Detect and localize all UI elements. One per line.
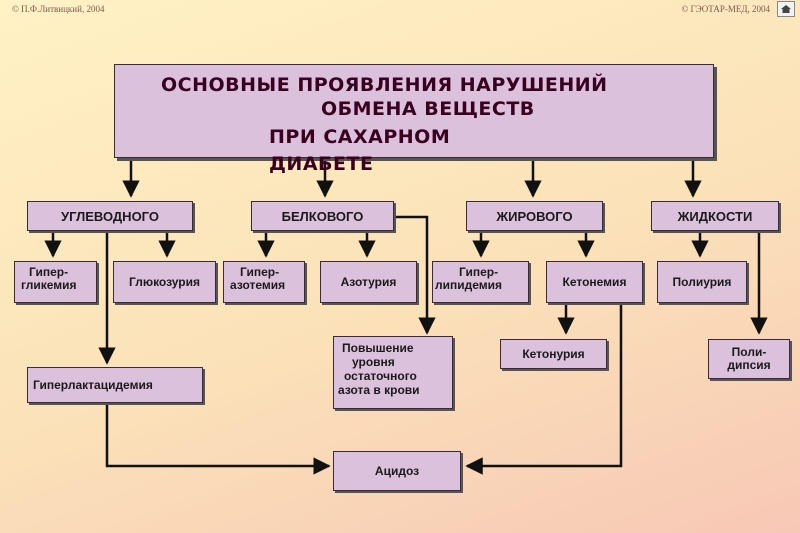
arrow-lactacidemia-acidosis <box>105 403 331 475</box>
category-carbohydrate: УГЛЕВОДНОГО <box>27 201 193 231</box>
node-hyperazotemia: Гипер- азотемия <box>223 261 305 303</box>
category-fluid: ЖИДКОСТИ <box>651 201 779 231</box>
home-nav-button[interactable] <box>777 1 795 17</box>
title-line-2: ОБМЕНА ВЕЩЕСТВ <box>321 98 535 120</box>
category-carbohydrate-label: УГЛЕВОДНОГО <box>60 208 159 224</box>
node-hyperglycemia: Гипер- гликемия <box>14 261 97 303</box>
node-hyperazotemia-line-1: Гипер- <box>240 265 280 279</box>
node-azoturia-label: Азотурия <box>340 274 397 289</box>
category-fluid-label: ЖИДКОСТИ <box>677 208 753 224</box>
node-polyuria: Полиурия <box>657 261 747 303</box>
category-protein-label: БЕЛКОВОГО <box>281 208 364 224</box>
node-acidosis-label: Ацидоз <box>374 463 420 478</box>
category-fat-label: ЖИРОВОГО <box>496 208 573 224</box>
node-hyperlactacidemia-label: Гиперлактацидемия <box>33 377 153 392</box>
node-residual-nitrogen-line-2: уровня <box>352 355 395 369</box>
copyright-right: © ГЭОТАР-МЕД, 2004 <box>681 4 770 14</box>
node-azoturia: Азотурия <box>320 261 417 303</box>
title-line-4: ДИАБЕТЕ <box>269 153 374 175</box>
node-polyuria-label: Полиурия <box>672 274 732 289</box>
title-line-1: ОСНОВНЫЕ ПРОЯВЛЕНИЯ НАРУШЕНИЙ <box>161 74 608 96</box>
node-hyperglycemia-line-2: гликемия <box>21 278 77 292</box>
node-hyperazotemia-line-2: азотемия <box>230 278 286 292</box>
node-residual-nitrogen-line-4: азота в крови <box>338 383 420 397</box>
node-residual-nitrogen-line-1: Повышение <box>342 341 414 355</box>
node-ketonuria: Кетонурия <box>500 339 607 369</box>
node-ketonemia-label: Кетонемия <box>562 274 627 289</box>
node-hyperlactacidemia: Гиперлактацидемия <box>27 367 203 403</box>
copyright-left: © П.Ф.Литвицкий, 2004 <box>12 4 105 14</box>
node-acidosis: Ацидоз <box>333 451 461 491</box>
title-box: ОСНОВНЫЕ ПРОЯВЛЕНИЯ НАРУШЕНИЙ ОБМЕНА ВЕЩ… <box>114 64 714 175</box>
home-icon <box>781 5 791 13</box>
node-hyperlipidemia-line-2: липидемия <box>435 278 503 292</box>
node-polydipsia-line-1: Поли- <box>731 345 767 359</box>
node-glucosuria: Глюкозурия <box>113 261 216 303</box>
node-ketonuria-label: Кетонурия <box>522 346 585 361</box>
title-line-3: ПРИ САХАРНОМ <box>269 126 451 148</box>
node-hyperlipidemia: Гипер- липидемия <box>432 261 529 303</box>
node-hyperglycemia-line-1: Гипер- <box>29 265 69 279</box>
node-hyperlipidemia-line-1: Гипер- <box>459 265 499 279</box>
node-residual-nitrogen-line-3: остаточного <box>344 369 417 383</box>
category-fat: ЖИРОВОГО <box>466 201 603 231</box>
arrow-protein-residual <box>394 215 436 335</box>
node-glucosuria-label: Глюкозурия <box>129 274 200 289</box>
node-ketonemia: Кетонемия <box>546 261 643 303</box>
category-protein: БЕЛКОВОГО <box>251 201 394 231</box>
node-residual-nitrogen: Повышение уровня остаточного азота в кро… <box>333 336 453 409</box>
arrow-ketonemia-acidosis <box>465 303 623 475</box>
node-polydipsia-line-2: дипсия <box>727 358 771 372</box>
node-polydipsia: Поли- дипсия <box>708 339 790 379</box>
